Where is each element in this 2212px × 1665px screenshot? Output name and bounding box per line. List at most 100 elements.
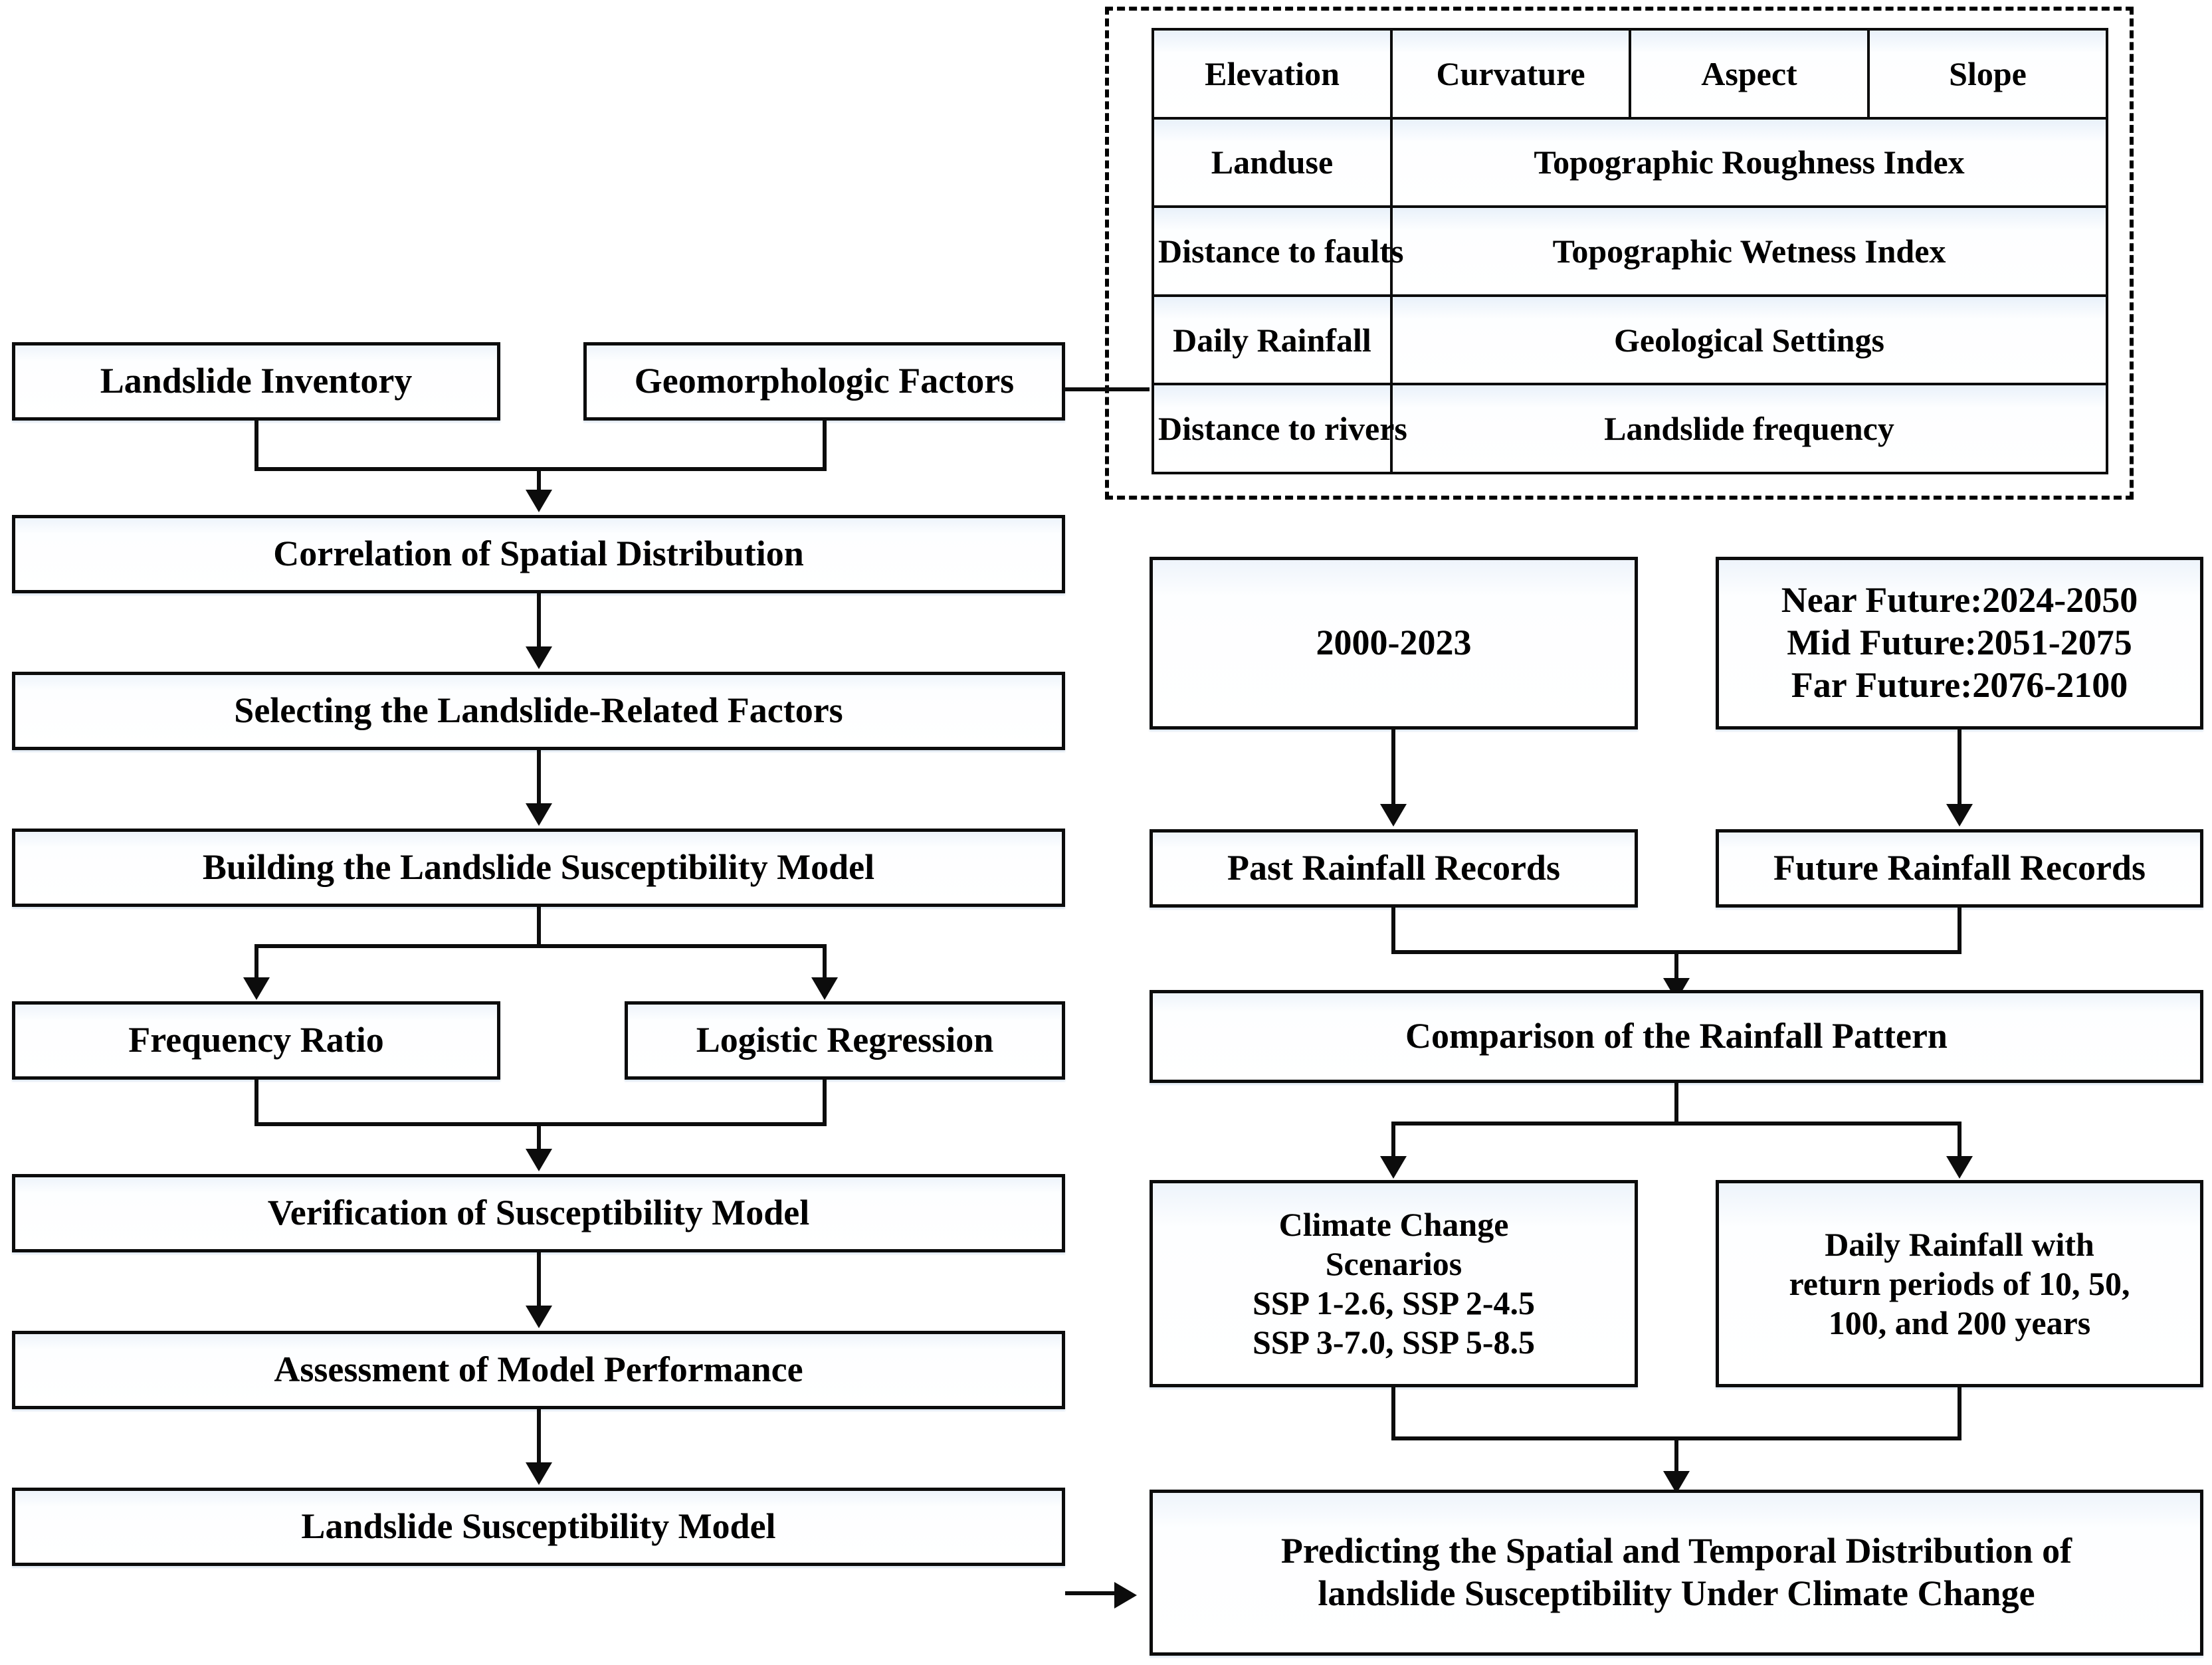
factor-cell-landslide-frequency: Landslide frequency: [1390, 383, 2108, 474]
box-prediction-spatial-temporal-distribution[interactable]: Predicting the Spatial and Temporal Dist…: [1150, 1490, 2203, 1656]
box-building-label: Building the Landslide Susceptibility Mo…: [202, 847, 875, 888]
box-logistic-regression-label: Logistic Regression: [696, 1020, 994, 1060]
arrow-down-icon: [1380, 1156, 1407, 1179]
box-climate-change-scenarios[interactable]: Climate Change Scenarios SSP 1-2.6, SSP …: [1150, 1180, 1638, 1387]
connector-selecting-to-building: [537, 750, 541, 810]
arrow-down-icon: [1946, 1156, 1973, 1179]
table-row: Daily Rainfall Geological Settings: [1152, 294, 2108, 386]
daily-rainfall-line-1: Daily Rainfall with: [1825, 1225, 2094, 1263]
future-period-far: Far Future:2076-2100: [1791, 664, 2128, 705]
connector-susceptibility-to-prediction: [1065, 1591, 1124, 1595]
connector-comparison-split-right: [1958, 1122, 1961, 1163]
box-assessment-label: Assessment of Model Performance: [274, 1349, 803, 1390]
arrow-down-icon: [526, 1149, 552, 1171]
connector-comparison-split-left: [1391, 1122, 1395, 1163]
table-row: Distance to faults Topographic Wetness I…: [1152, 205, 2108, 297]
climate-scenarios-line-2: Scenarios: [1325, 1245, 1462, 1282]
box-comparison-of-rainfall-pattern[interactable]: Comparison of the Rainfall Pattern: [1150, 990, 2203, 1083]
box-selecting-label: Selecting the Landslide-Related Factors: [234, 690, 843, 731]
box-geomorphologic-factors[interactable]: Geomorphologic Factors: [583, 342, 1065, 421]
arrow-down-icon: [526, 1462, 552, 1485]
box-future-periods-text: Near Future:2024-2050 Mid Future:2051-20…: [1719, 579, 2200, 706]
box-correlation-label: Correlation of Spatial Distribution: [273, 534, 804, 574]
factor-cell-distance-to-faults: Distance to faults: [1152, 205, 1403, 297]
box-landslide-susceptibility-model-label: Landslide Susceptibility Model: [301, 1506, 776, 1547]
box-landslide-susceptibility-model[interactable]: Landslide Susceptibility Model: [12, 1488, 1065, 1566]
box-frequency-ratio[interactable]: Frequency Ratio: [12, 1001, 500, 1080]
box-future-periods[interactable]: Near Future:2024-2050 Mid Future:2051-20…: [1716, 557, 2203, 730]
connector-logistic-regression-down: [823, 1080, 827, 1126]
daily-rainfall-line-2: return periods of 10, 50,: [1789, 1264, 2130, 1302]
box-geomorphologic-factors-label: Geomorphologic Factors: [634, 361, 1015, 401]
arrow-down-icon: [526, 1306, 552, 1328]
connector-comparison-split: [1391, 1122, 1961, 1126]
daily-rainfall-line-3: 100, and 200 years: [1828, 1304, 2091, 1341]
connector-future-periods-down: [1958, 730, 1961, 811]
future-period-mid: Mid Future:2051-2075: [1787, 623, 2132, 663]
connector-split-right: [823, 944, 827, 984]
connector-comparison-down: [1674, 1083, 1678, 1124]
arrow-right-icon: [1114, 1582, 1137, 1609]
box-climate-change-scenarios-text: Climate Change Scenarios SSP 1-2.6, SSP …: [1153, 1205, 1635, 1362]
box-past-rainfall-records[interactable]: Past Rainfall Records: [1150, 829, 1638, 908]
factor-cell-distance-to-rivers: Distance to rivers: [1152, 383, 1407, 474]
box-past-period-label: 2000-2023: [1316, 623, 1472, 663]
connector-merge-to-verification: [537, 1122, 541, 1155]
box-daily-rainfall-text: Daily Rainfall with return periods of 10…: [1719, 1225, 2200, 1343]
connector-daily-rainfall-down: [1958, 1387, 1961, 1440]
table-row: Distance to rivers Landslide frequency: [1152, 383, 2108, 474]
future-period-near: Near Future:2024-2050: [1781, 580, 2138, 621]
arrow-down-icon: [526, 803, 552, 826]
geomorphologic-factor-table: Elevation Curvature Aspect Slope Landuse…: [1152, 28, 2108, 474]
prediction-line-2: landslide Susceptibility Under Climate C…: [1318, 1573, 2035, 1613]
connector-merge-to-correlation: [537, 467, 541, 496]
box-future-rainfall-records-label: Future Rainfall Records: [1773, 848, 2146, 888]
factor-cell-topographic-roughness-index: Topographic Roughness Index: [1390, 116, 2108, 209]
climate-scenarios-line-1: Climate Change: [1278, 1206, 1509, 1243]
connector-past-period-down: [1391, 730, 1395, 811]
box-prediction-text: Predicting the Spatial and Temporal Dist…: [1153, 1530, 2200, 1615]
factor-cell-daily-rainfall: Daily Rainfall: [1152, 294, 1393, 386]
climate-scenarios-line-3: SSP 1-2.6, SSP 2-4.5: [1252, 1284, 1536, 1322]
connector-correlation-to-selecting: [537, 593, 541, 653]
factor-cell-elevation: Elevation: [1152, 28, 1393, 120]
box-selecting-landslide-related-factors[interactable]: Selecting the Landslide-Related Factors: [12, 672, 1065, 750]
connector-frequency-ratio-down: [254, 1080, 258, 1126]
box-landslide-inventory-label: Landslide Inventory: [100, 361, 413, 401]
factor-cell-curvature: Curvature: [1390, 28, 1631, 120]
connector-split-top: [254, 944, 827, 948]
connector-past-records-down: [1391, 908, 1395, 954]
factor-cell-geological-settings: Geological Settings: [1390, 294, 2108, 386]
box-verification-label: Verification of Susceptibility Model: [267, 1193, 810, 1233]
connector-geomorphologic-down: [823, 421, 827, 470]
box-daily-rainfall-return-periods[interactable]: Daily Rainfall with return periods of 10…: [1716, 1180, 2203, 1387]
factor-panel-dashed-border: [1105, 7, 2134, 500]
connector-factors-to-geomorphologic: [1063, 387, 1150, 391]
box-past-period[interactable]: 2000-2023: [1150, 557, 1638, 730]
connector-building-down: [537, 907, 541, 947]
connector-records-to-comparison: [1674, 950, 1678, 985]
factor-cell-landuse: Landuse: [1152, 116, 1393, 209]
arrow-down-icon: [526, 490, 552, 512]
connector-verification-to-assessment: [537, 1252, 541, 1312]
box-comparison-label: Comparison of the Rainfall Pattern: [1405, 1016, 1948, 1056]
connector-future-records-down: [1958, 908, 1961, 954]
box-future-rainfall-records[interactable]: Future Rainfall Records: [1716, 829, 2203, 908]
box-verification-of-susceptibility-model[interactable]: Verification of Susceptibility Model: [12, 1174, 1065, 1252]
connector-assessment-to-susceptibility: [537, 1409, 541, 1469]
box-landslide-inventory[interactable]: Landslide Inventory: [12, 342, 500, 421]
connector-climate-scenarios-down: [1391, 1387, 1395, 1440]
connector-split-left: [254, 944, 258, 984]
factor-cell-topographic-wetness-index: Topographic Wetness Index: [1390, 205, 2108, 297]
connector-merge-to-prediction: [1674, 1436, 1678, 1478]
box-building-landslide-susceptibility-model[interactable]: Building the Landslide Susceptibility Mo…: [12, 829, 1065, 907]
arrow-down-icon: [1380, 804, 1407, 827]
table-row: Elevation Curvature Aspect Slope: [1152, 28, 2108, 120]
arrow-down-icon: [811, 977, 838, 1000]
box-logistic-regression[interactable]: Logistic Regression: [625, 1001, 1065, 1080]
climate-scenarios-line-4: SSP 3-7.0, SSP 5-8.5: [1252, 1323, 1536, 1361]
box-assessment-of-model-performance[interactable]: Assessment of Model Performance: [12, 1331, 1065, 1409]
prediction-line-1: Predicting the Spatial and Temporal Dist…: [1280, 1531, 2072, 1571]
box-frequency-ratio-label: Frequency Ratio: [128, 1020, 384, 1060]
box-correlation-of-spatial-distribution[interactable]: Correlation of Spatial Distribution: [12, 515, 1065, 593]
